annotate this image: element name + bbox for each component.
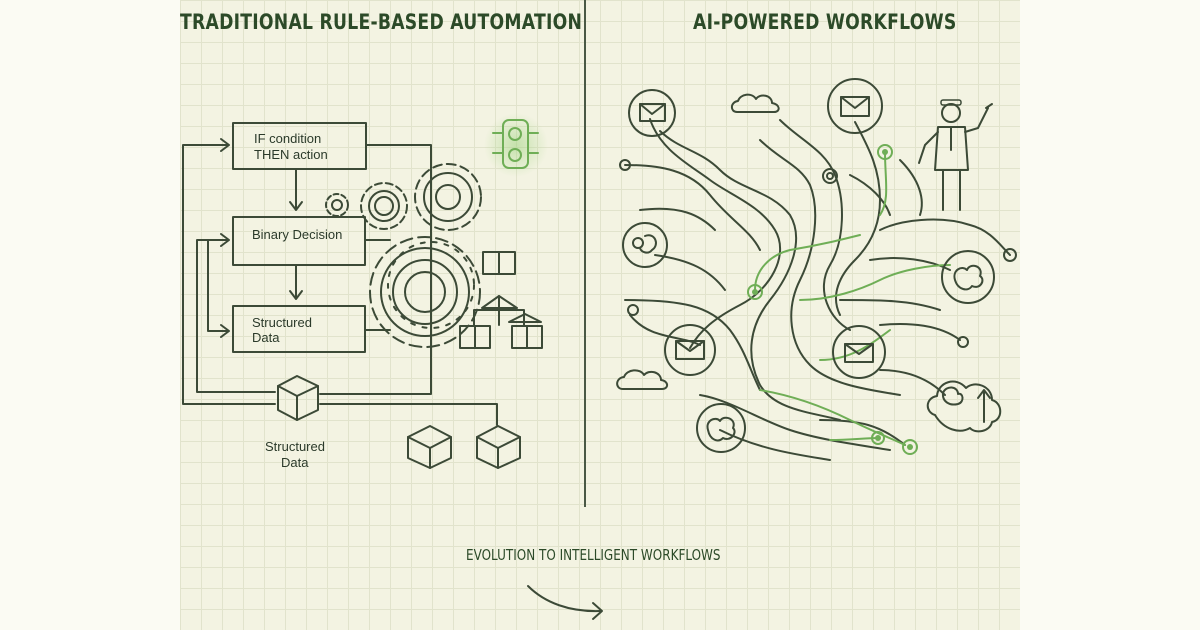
brain-icon <box>696 403 746 453</box>
left-heading: TRADITIONAL RULE-BASED AUTOMATION <box>180 10 583 34</box>
feedback-loops <box>182 138 276 405</box>
flow-box-if-then-line1: IF condition <box>254 131 322 146</box>
cube-icon <box>476 425 521 469</box>
cube-label-line1: Structured <box>265 439 325 454</box>
brain-icon <box>926 380 1002 433</box>
grid-paper-background <box>180 0 1020 630</box>
cube-label-line2: Data <box>281 455 309 470</box>
cloud-icon <box>616 369 669 390</box>
arrow-down-2 <box>289 265 303 300</box>
envelope-icon <box>827 78 883 134</box>
cube-icon <box>407 425 452 469</box>
gear-icon <box>369 236 481 348</box>
cube-icon <box>277 375 319 421</box>
footer-caption: EVOLUTION TO INTELLIGENT WORKFLOWS <box>466 546 721 564</box>
cloud-icon <box>730 93 780 113</box>
evolution-arrow <box>527 585 603 620</box>
rule-flowchart <box>182 113 548 469</box>
gear-icon <box>387 241 475 329</box>
gear-icon <box>325 193 349 217</box>
traffic-light-icon <box>484 113 548 177</box>
gear-icon <box>414 163 482 231</box>
envelope-icon <box>832 325 886 379</box>
ai-network <box>616 78 1017 461</box>
brain-icon <box>941 250 995 304</box>
gear-icon <box>360 182 408 230</box>
flow-box-binary-decision <box>232 216 366 266</box>
flow-box-structured-data-line2: Data <box>252 330 280 345</box>
arrow-down-1 <box>289 169 303 211</box>
flow-box-structured-data-line1: Structured <box>252 315 312 330</box>
flow-box-binary-decision-label: Binary Decision <box>252 227 343 242</box>
flow-box-if-then <box>232 122 367 170</box>
person-icon <box>918 99 993 211</box>
brain-icon <box>622 222 668 268</box>
flow-box-structured-data <box>232 305 366 353</box>
block-tree <box>459 251 543 349</box>
right-heading: AI-POWERED WORKFLOWS <box>693 10 957 34</box>
envelope-icon <box>664 324 716 376</box>
network-nodes <box>619 144 1017 455</box>
flow-box-if-then-line2: THEN action <box>254 147 328 162</box>
envelope-icon <box>628 89 676 137</box>
